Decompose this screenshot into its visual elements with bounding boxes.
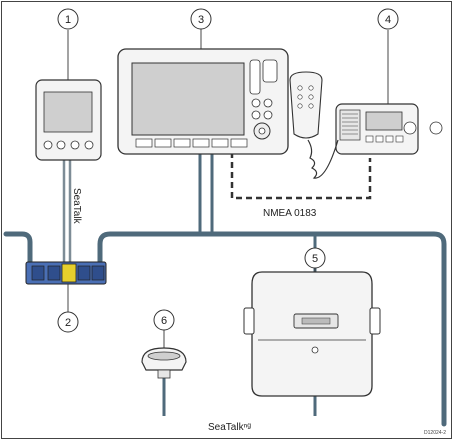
figure-reference-code: D12024-2 bbox=[424, 430, 446, 436]
callout-3: 3 bbox=[190, 8, 212, 30]
seatalkng-backbone bbox=[3, 231, 447, 427]
seatalkng-5-way-connector bbox=[25, 261, 107, 285]
callout-4: 4 bbox=[377, 8, 399, 30]
seatalkng-label: SeaTalkⁿᵍ bbox=[208, 422, 251, 433]
seatalk-spur-cable bbox=[62, 160, 72, 262]
callout-5-number: 5 bbox=[312, 253, 318, 265]
callout-1-number: 1 bbox=[65, 14, 71, 26]
callout-1: 1 bbox=[57, 8, 79, 30]
callout-2-number: 2 bbox=[65, 317, 71, 329]
multifunction-display bbox=[117, 48, 289, 155]
instrument-display bbox=[35, 79, 102, 161]
callout-4-number: 4 bbox=[385, 14, 391, 26]
vhf-radio bbox=[335, 103, 443, 155]
vhf-handset bbox=[289, 71, 339, 179]
callout-2: 2 bbox=[57, 311, 79, 333]
nmea0183-cable bbox=[230, 152, 372, 200]
callout-leaders bbox=[67, 29, 389, 348]
callout-6-number: 6 bbox=[161, 315, 167, 327]
callout-6: 6 bbox=[153, 309, 175, 331]
seatalk-label: SeaTalk bbox=[71, 188, 82, 225]
network-module-unit bbox=[243, 271, 381, 397]
sensor-unit bbox=[141, 347, 187, 379]
callout-5: 5 bbox=[304, 247, 326, 269]
callout-3-number: 3 bbox=[198, 14, 204, 26]
nmea0183-label: NMEA 0183 bbox=[263, 208, 317, 219]
